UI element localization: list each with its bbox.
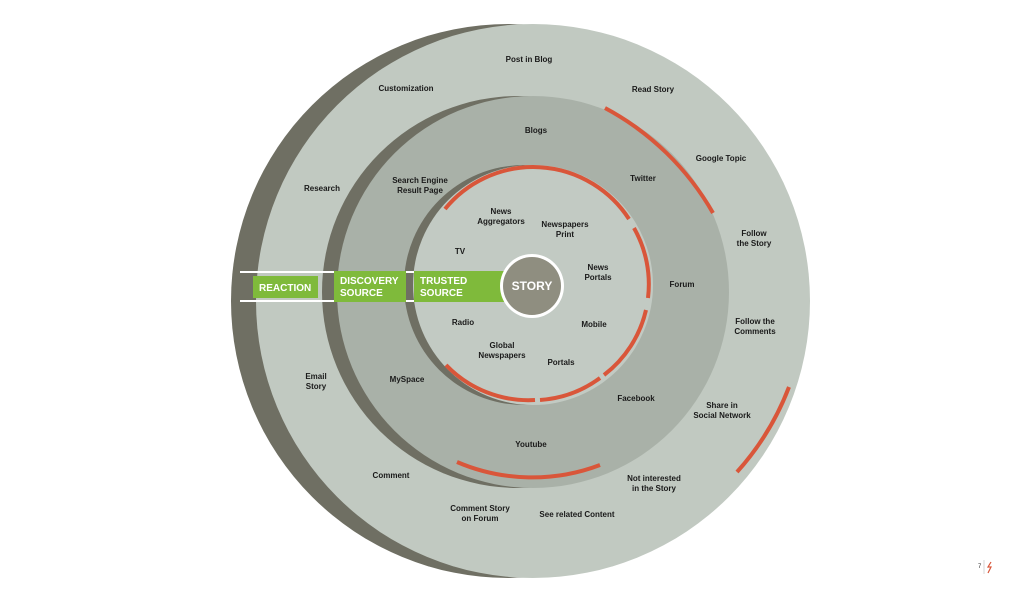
trusted-source-tv: TV bbox=[455, 247, 466, 256]
accent-arc-inner-top bbox=[443, 165, 631, 221]
accent-arc-inner-lower-right bbox=[602, 309, 648, 377]
trusted-band-label-line1: TRUSTED bbox=[420, 276, 467, 287]
reaction-see-related-content: See related Content bbox=[539, 510, 614, 519]
discovery-source-youtube: Youtube bbox=[515, 440, 547, 449]
accent-arc-inner-bottom-left bbox=[444, 363, 536, 403]
discovery-source-blogs: Blogs bbox=[525, 126, 548, 135]
reaction-read-story: Read Story bbox=[632, 85, 675, 94]
accent-arc-outer-lower-right bbox=[735, 386, 791, 474]
discovery-band-label-line2: SOURCE bbox=[340, 288, 383, 299]
reaction-comment: Comment bbox=[373, 471, 410, 480]
reaction-band-bg bbox=[253, 276, 318, 298]
trusted-band: TRUSTED SOURCE bbox=[414, 271, 504, 302]
page-number: 7 bbox=[978, 564, 982, 570]
accent-arcs bbox=[443, 106, 791, 480]
accent-arc-outer-top-right bbox=[604, 106, 715, 214]
discovery-band: DISCOVERY SOURCE bbox=[334, 271, 406, 302]
accent-arc-inner-right bbox=[632, 227, 651, 299]
reaction-customization: Customization bbox=[378, 84, 433, 93]
accent-arc-middle-bottom bbox=[456, 460, 601, 480]
reaction-research: Research bbox=[304, 184, 340, 193]
trusted-source-radio: Radio bbox=[452, 318, 474, 327]
discovery-source-facebook: Facebook bbox=[617, 394, 655, 403]
reactions: Post in Blog Customization Read Story Re… bbox=[304, 55, 776, 523]
brand-logo-icon bbox=[986, 561, 992, 574]
trusted-source-portals: Portals bbox=[547, 358, 575, 367]
story-label: STORY bbox=[512, 279, 553, 293]
trusted-band-bg bbox=[414, 271, 504, 302]
trusted-band-label-line2: SOURCE bbox=[420, 288, 463, 299]
discovery-source-twitter: Twitter bbox=[630, 174, 656, 183]
page-footer: 7 bbox=[978, 560, 992, 574]
discovery-source-forum: Forum bbox=[670, 280, 695, 289]
story-center: STORY bbox=[500, 254, 564, 318]
reaction-band: REACTION bbox=[253, 276, 318, 298]
reaction-post-in-blog: Post in Blog bbox=[506, 55, 553, 64]
discovery-band-label-line1: DISCOVERY bbox=[340, 276, 399, 287]
reaction-google-topic: Google Topic bbox=[696, 154, 747, 163]
accent-arc-inner-bottom bbox=[539, 376, 602, 402]
trusted-source-mobile: Mobile bbox=[581, 320, 607, 329]
story-disc bbox=[503, 257, 561, 315]
discovery-source-myspace: MySpace bbox=[390, 375, 425, 384]
discovery-band-bg bbox=[334, 271, 406, 302]
reaction-band-label: REACTION bbox=[259, 283, 311, 294]
